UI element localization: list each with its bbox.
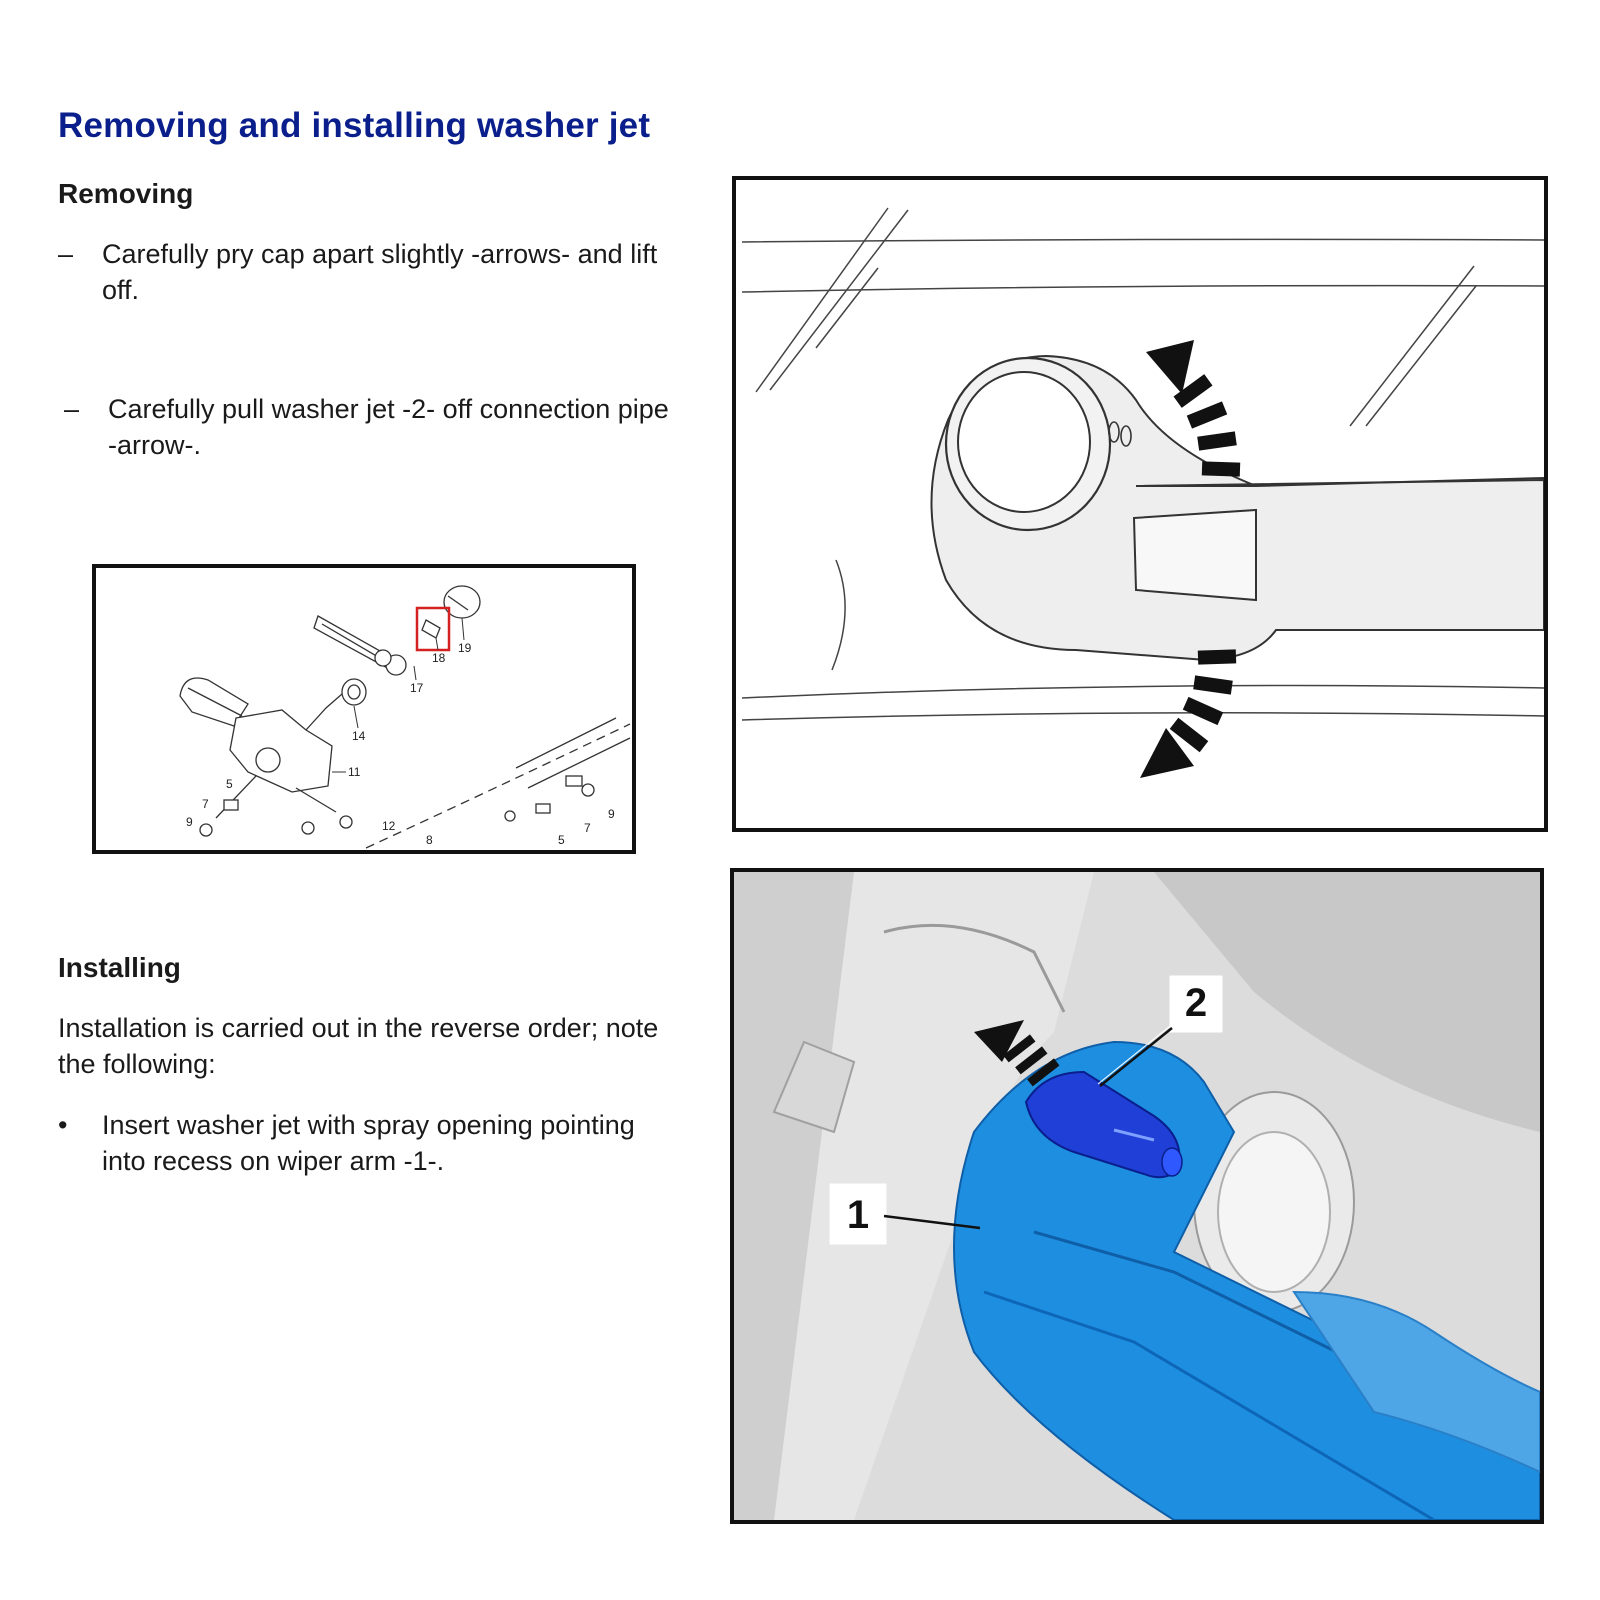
part-label: 8 [426, 833, 433, 847]
cap-removal-figure [732, 176, 1548, 832]
removing-step-2: – Carefully pull washer jet -2- off conn… [64, 391, 724, 471]
bullet-marker: • [58, 1110, 68, 1140]
step-text: Carefully pull washer jet -2- off connec… [108, 391, 669, 463]
washer-jet-figure: 2 1 [730, 868, 1544, 1524]
part-label: 11 [348, 765, 361, 779]
part-label: 17 [410, 681, 424, 695]
bullet-text: Insert washer jet with spray opening poi… [102, 1107, 635, 1179]
callout-2-label: 2 [1185, 981, 1207, 1025]
part-label: 19 [458, 641, 472, 655]
bullet-line: into recess on wiper arm -1-. [102, 1146, 445, 1176]
highlight-box [415, 606, 451, 652]
part-label: 9 [186, 815, 193, 829]
part-label: 9 [608, 807, 615, 821]
intro-line: Installation is carried out in the rever… [58, 1013, 659, 1043]
installing-heading: Installing [58, 952, 181, 983]
bullet-line: Insert washer jet with spray opening poi… [102, 1110, 635, 1140]
installing-intro: Installation is carried out in the rever… [58, 1010, 718, 1082]
part-label: 7 [584, 821, 591, 835]
step-line: -arrow-. [108, 430, 201, 460]
intro-line: the following: [58, 1049, 216, 1079]
cap-removal-drawing [736, 180, 1544, 828]
step-text: Carefully pry cap apart slightly -arrows… [102, 236, 657, 308]
exploded-view-drawing: 19 18 17 14 11 5 7 9 12 8 5 7 9 [179, 585, 631, 849]
removing-heading: Removing [58, 178, 194, 209]
exploded-view-figure: 19 18 17 14 11 5 7 9 12 8 5 7 9 [92, 564, 636, 854]
part-label: 12 [382, 819, 396, 833]
removing-step-1: – Carefully pry cap apart slightly -arro… [58, 236, 718, 316]
part-label: 5 [226, 777, 233, 791]
part-label: 14 [352, 729, 366, 743]
part-label: 5 [558, 833, 565, 847]
washer-jet-drawing: 2 1 [734, 872, 1540, 1520]
callout-1-label: 1 [847, 1193, 869, 1237]
part-label: 7 [202, 797, 209, 811]
step-line: Carefully pull washer jet -2- off connec… [108, 394, 669, 424]
step-dash: – [58, 239, 74, 269]
step-line: off. [102, 275, 140, 305]
page-title: Removing and installing washer jet [58, 106, 651, 145]
part-label: 18 [432, 651, 446, 665]
step-dash: – [64, 394, 80, 424]
installing-bullet-1: • Insert washer jet with spray opening p… [58, 1107, 718, 1187]
step-line: Carefully pry cap apart slightly -arrows… [102, 239, 658, 269]
